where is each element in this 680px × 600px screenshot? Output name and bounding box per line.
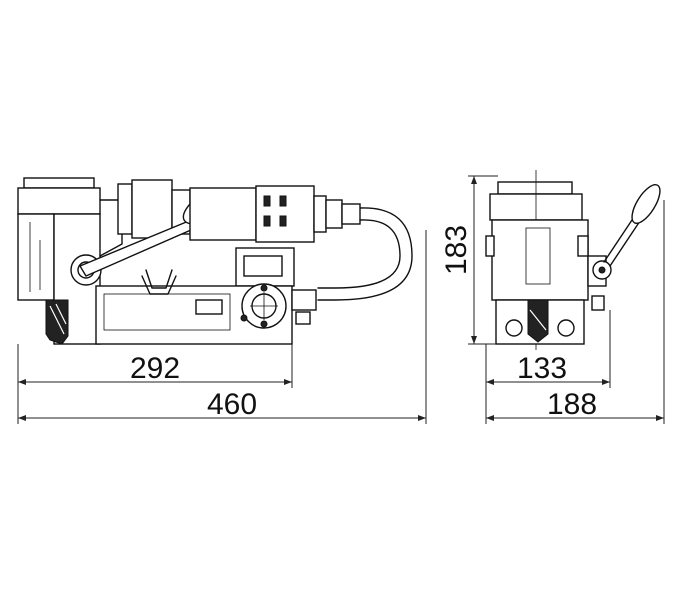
dimension-label-183: 183: [440, 225, 473, 275]
dimension-460: 460: [18, 230, 427, 424]
front-lever-icon: [603, 213, 637, 263]
dimension-label-188: 188: [547, 388, 597, 421]
annular-cutter-icon: [45, 299, 69, 345]
front-motor-body: [491, 219, 589, 301]
front-view-drill: [485, 170, 661, 350]
dimension-label-292: 292: [130, 352, 180, 385]
dimension-183: 183: [440, 175, 498, 345]
dimension-292: 292: [17, 344, 293, 424]
dimension-label-460: 460: [207, 388, 257, 421]
carry-handle-icon: [141, 275, 177, 295]
dimension-label-133: 133: [517, 352, 567, 385]
dimension-133: 133: [485, 310, 611, 424]
side-view-drill: [17, 177, 413, 345]
dimension-188: 188: [486, 200, 665, 424]
front-cutter-icon: [527, 299, 549, 343]
drill-motor-housing: [189, 187, 257, 241]
